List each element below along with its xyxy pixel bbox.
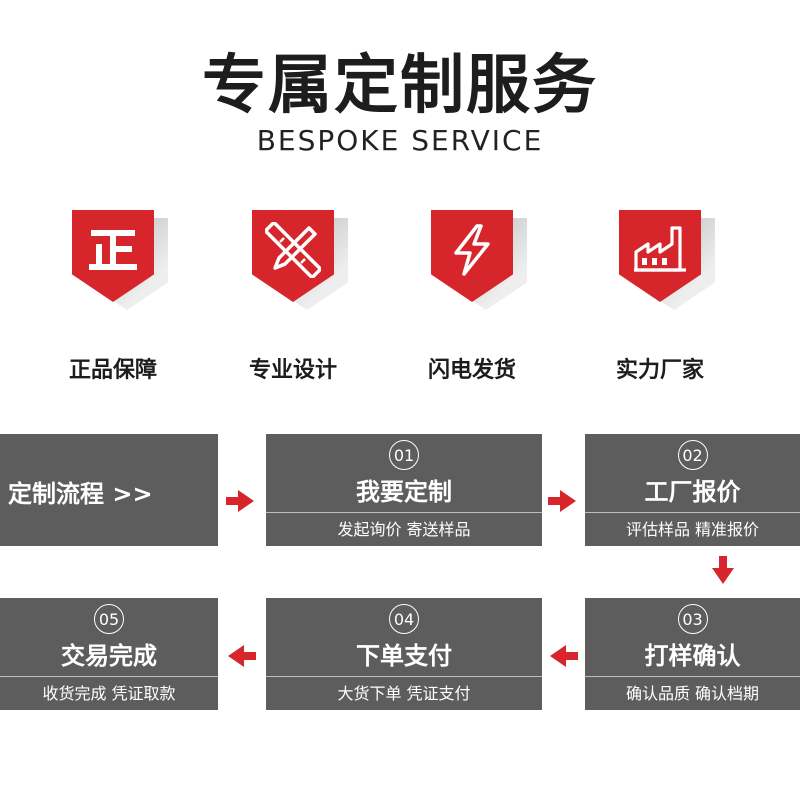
arrow-right-icon: [238, 490, 254, 512]
step-number: 05: [94, 604, 124, 634]
step-name: 下单支付: [356, 642, 452, 670]
page-title: 专属定制服务: [202, 49, 598, 123]
step-05: 05 交易完成 收货完成 凭证取款: [0, 598, 218, 710]
pencil-ruler-icon: [265, 222, 321, 278]
step-desc: 发起询价 寄送样品: [337, 520, 471, 539]
flow-title: 定制流程 >>: [8, 480, 153, 508]
step-desc: 确认品质 确认档期: [625, 684, 760, 703]
badge: [619, 210, 715, 310]
step-name: 工厂报价: [644, 478, 741, 506]
step-number: 04: [389, 604, 419, 634]
step-04: 04 下单支付 大货下单 凭证支付: [266, 598, 542, 710]
feature-authentic: 正品保障: [38, 210, 188, 390]
arrow-down-icon: [712, 568, 734, 584]
feature-label: 实力厂家: [615, 358, 704, 383]
arrow-left-icon: [228, 645, 244, 667]
factory-icon: [634, 226, 686, 272]
arrow-right-icon: [560, 490, 576, 512]
feature-label: 专业设计: [248, 358, 337, 383]
feature-design: 专业设计: [218, 210, 368, 390]
feature-label: 闪电发货: [427, 358, 516, 383]
lightning-icon: [454, 224, 490, 276]
zheng-character-icon: [89, 230, 137, 270]
badge: [72, 210, 168, 310]
badge: [252, 210, 348, 310]
feature-fast-delivery: 闪电发货: [397, 210, 547, 390]
step-number: 01: [389, 440, 419, 470]
step-03: 03 打样确认 确认品质 确认档期: [585, 598, 800, 710]
step-number: 03: [677, 604, 708, 634]
step-name: 交易完成: [61, 642, 157, 670]
page-subtitle: BESPOKE SERVICE: [256, 124, 544, 157]
step-02: 02 工厂报价 评估样品 精准报价: [585, 434, 800, 546]
step-01: 01 我要定制 发起询价 寄送样品: [266, 434, 542, 546]
feature-label: 正品保障: [68, 358, 157, 383]
step-desc: 评估样品 精准报价: [625, 520, 760, 539]
step-name: 打样确认: [644, 642, 741, 670]
flow-title-panel: 定制流程 >>: [0, 434, 218, 546]
step-number: 02: [677, 440, 708, 470]
feature-factory: 实力厂家: [585, 210, 735, 390]
step-desc: 大货下单 凭证支付: [337, 684, 471, 703]
step-name: 我要定制: [356, 478, 452, 506]
step-desc: 收货完成 凭证取款: [42, 684, 176, 703]
arrow-left-icon: [550, 645, 566, 667]
badge: [431, 210, 527, 310]
